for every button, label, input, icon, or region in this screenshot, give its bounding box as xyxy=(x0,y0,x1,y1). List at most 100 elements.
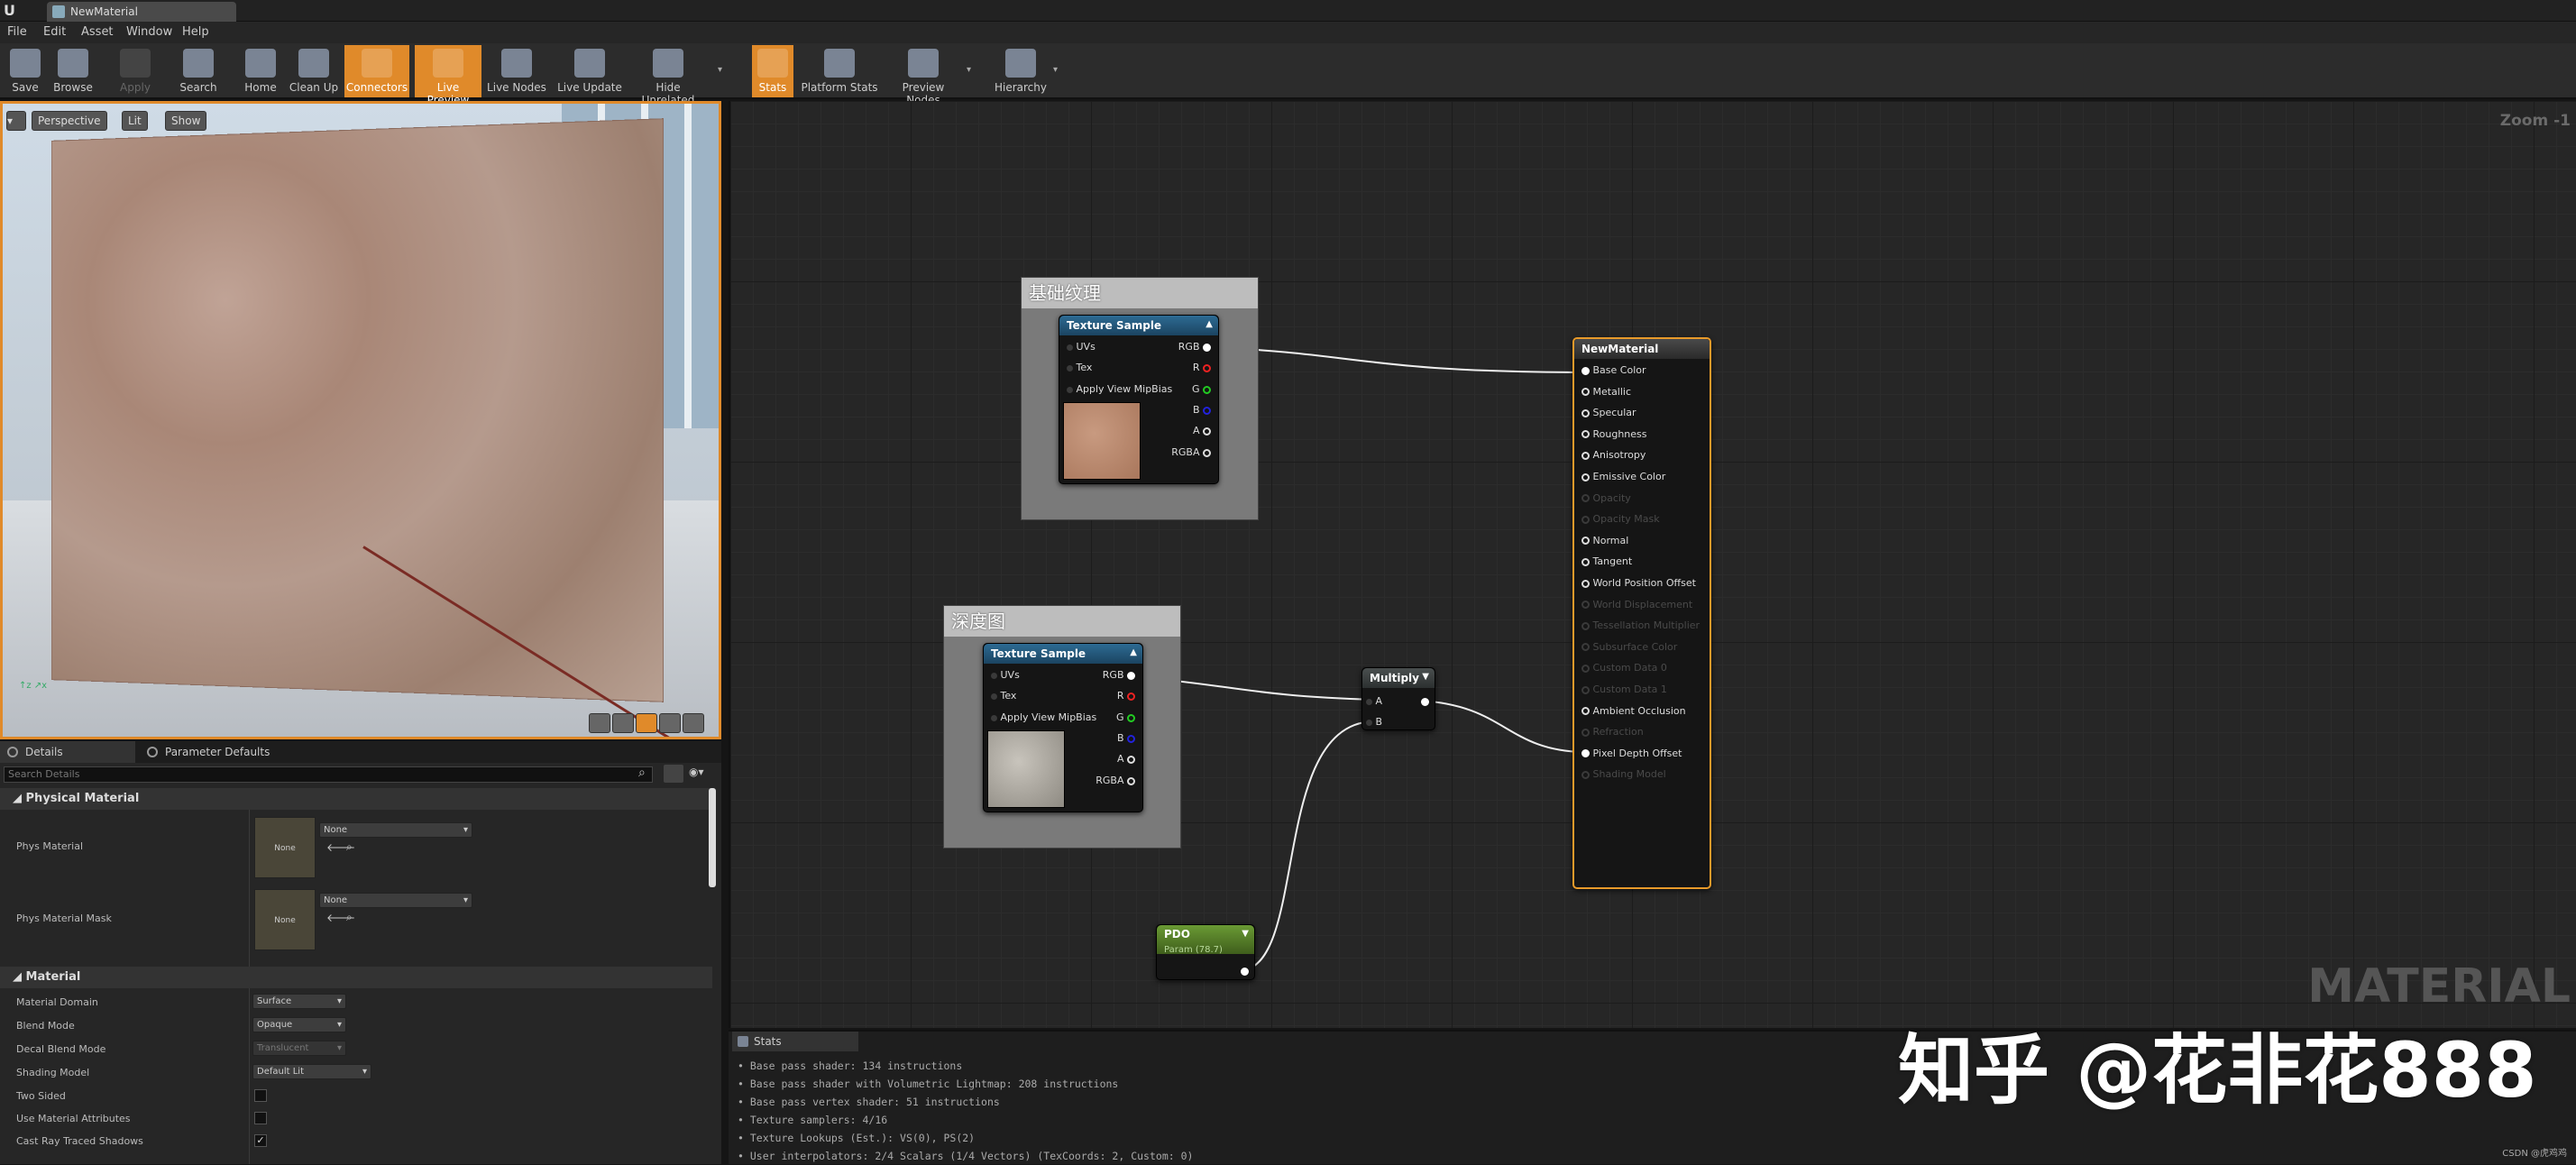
chevron-down-icon[interactable]: ▾ xyxy=(718,65,723,75)
pin-opacity[interactable]: Opacity xyxy=(1581,492,1631,504)
section-physical-material[interactable]: ◢ Physical Material xyxy=(0,788,712,810)
cylinder-icon[interactable] xyxy=(589,713,610,733)
collapse-icon[interactable]: ▼ xyxy=(1242,929,1249,939)
menu-asset[interactable]: Asset xyxy=(81,25,114,39)
pin-subsurface-color[interactable]: Subsurface Color xyxy=(1581,641,1677,653)
pin-r[interactable]: R xyxy=(1193,362,1211,373)
menu-file[interactable]: File xyxy=(7,25,27,39)
details-scrollbar[interactable] xyxy=(709,788,716,887)
pin-specular[interactable]: Specular xyxy=(1581,407,1636,418)
texture-sample-node[interactable]: Texture Sample ▲ UVs Tex Apply View MipB… xyxy=(1059,315,1219,484)
menu-help[interactable]: Help xyxy=(182,25,209,39)
tab-stats[interactable]: Stats xyxy=(732,1032,858,1051)
perspective-button[interactable]: Perspective xyxy=(32,111,107,131)
search-button[interactable]: Search xyxy=(171,45,225,97)
pin-refraction[interactable]: Refraction xyxy=(1581,726,1644,738)
pin-emissive-color[interactable]: Emissive Color xyxy=(1581,471,1665,482)
home-button[interactable]: Home xyxy=(236,45,285,97)
browse-search-icon[interactable]: ⌕ xyxy=(346,911,353,923)
pin-tex[interactable]: Tex xyxy=(991,690,1016,702)
menu-window[interactable]: Window xyxy=(126,25,173,39)
section-material[interactable]: ◢ Material xyxy=(0,967,712,988)
tab-details[interactable]: Details xyxy=(0,741,135,763)
platform-stats-button[interactable]: Platform Stats xyxy=(801,45,878,97)
collapse-icon[interactable]: ▲ xyxy=(1205,319,1213,329)
plane-icon[interactable] xyxy=(636,713,657,733)
view-options-icon[interactable] xyxy=(664,765,683,783)
collapse-icon[interactable]: ▼ xyxy=(1422,672,1429,682)
pin-tangent[interactable]: Tangent xyxy=(1581,555,1632,567)
pin-a[interactable]: A xyxy=(1193,425,1211,436)
pin-normal[interactable]: Normal xyxy=(1581,535,1628,546)
apply-button[interactable]: Apply xyxy=(108,45,162,97)
phys-material-combo[interactable]: None xyxy=(319,822,472,838)
pin-rgba[interactable]: RGBA xyxy=(1171,446,1211,458)
pin-rgba[interactable]: RGBA xyxy=(1095,775,1135,786)
pin-uvs[interactable]: UVs xyxy=(991,669,1020,681)
preview-viewport[interactable]: ▾ Perspective Lit Show ↑z ↗x xyxy=(0,101,721,739)
pin-rgb[interactable]: RGB xyxy=(1178,341,1211,353)
pin-shading-model[interactable]: Shading Model xyxy=(1581,768,1666,780)
pin-b[interactable]: B xyxy=(1193,404,1211,416)
blend-mode-combo[interactable]: Opaque xyxy=(252,1017,346,1032)
phys-material-mask-combo[interactable]: None xyxy=(319,893,472,908)
pin-output[interactable] xyxy=(1421,695,1429,707)
chevron-down-icon[interactable]: ▾ xyxy=(1053,65,1059,75)
cube-icon[interactable] xyxy=(659,713,681,733)
cast-ray-traced-shadows-checkbox[interactable]: ✓ xyxy=(254,1134,267,1147)
pin-r[interactable]: R xyxy=(1117,690,1135,702)
shading-model-combo[interactable]: Default Lit xyxy=(252,1064,371,1079)
stats-button[interactable]: Stats xyxy=(752,45,793,97)
pin-tessellation-multiplier[interactable]: Tessellation Multiplier xyxy=(1581,619,1700,631)
pin-tex[interactable]: Tex xyxy=(1067,362,1092,373)
pin-custom-data-0[interactable]: Custom Data 0 xyxy=(1581,662,1667,674)
search-details-input[interactable]: Search Details xyxy=(4,766,653,783)
two-sided-checkbox[interactable] xyxy=(254,1089,267,1102)
pin-roughness[interactable]: Roughness xyxy=(1581,428,1647,440)
pin-b[interactable]: B xyxy=(1366,716,1382,728)
pin-uvs[interactable]: UVs xyxy=(1067,341,1095,353)
viewport-options-button[interactable]: ▾ xyxy=(6,111,26,131)
pin-b[interactable]: B xyxy=(1117,732,1135,744)
live-nodes-button[interactable]: Live Nodes xyxy=(487,45,546,97)
pin-anisotropy[interactable]: Anisotropy xyxy=(1581,449,1646,461)
use-material-attributes-checkbox[interactable] xyxy=(254,1112,267,1124)
pin-g[interactable]: G xyxy=(1192,383,1211,395)
teapot-icon[interactable] xyxy=(683,713,704,733)
material-result-node[interactable]: NewMaterial Base Color Metallic Specular… xyxy=(1572,337,1711,889)
live-update-button[interactable]: Live Update xyxy=(555,45,624,97)
pin-rgb[interactable]: RGB xyxy=(1103,669,1135,681)
multiply-node[interactable]: Multiply ▼ A B xyxy=(1361,667,1435,730)
pin-g[interactable]: G xyxy=(1116,711,1135,723)
lit-button[interactable]: Lit xyxy=(122,111,148,131)
tab-parameter-defaults[interactable]: Parameter Defaults xyxy=(140,741,270,763)
pin-a[interactable]: A xyxy=(1366,695,1382,707)
save-button[interactable]: Save xyxy=(4,45,47,97)
pin-ambient-occlusion[interactable]: Ambient Occlusion xyxy=(1581,705,1686,717)
pin-output[interactable] xyxy=(1241,965,1249,977)
phys-material-mask-thumbnail[interactable]: None xyxy=(254,889,316,950)
live-preview-button[interactable]: Live Preview xyxy=(415,45,481,106)
connectors-button[interactable]: Connectors xyxy=(344,45,409,97)
pin-apply-view-mipbias[interactable]: Apply View MipBias xyxy=(1067,383,1172,395)
texture-sample-node[interactable]: Texture Sample ▲ UVs Tex Apply View MipB… xyxy=(983,643,1143,812)
pin-a[interactable]: A xyxy=(1117,753,1135,765)
collapse-icon[interactable]: ▲ xyxy=(1130,647,1137,657)
browse-search-icon[interactable]: ⌕ xyxy=(346,840,353,853)
hide-unrelated-button[interactable]: Hide Unrelated xyxy=(629,45,707,106)
pin-world-position-offset[interactable]: World Position Offset xyxy=(1581,577,1696,589)
pin-world-displacement[interactable]: World Displacement xyxy=(1581,599,1692,610)
browse-button[interactable]: Browse xyxy=(49,45,97,97)
material-domain-combo[interactable]: Surface xyxy=(252,994,346,1009)
pin-base-color[interactable]: Base Color xyxy=(1581,364,1646,376)
pin-apply-view-mipbias[interactable]: Apply View MipBias xyxy=(991,711,1096,723)
use-selected-arrow-icon[interactable]: 🡐 xyxy=(326,841,356,854)
show-button[interactable]: Show xyxy=(165,111,207,131)
use-selected-arrow-icon[interactable]: 🡐 xyxy=(326,912,356,924)
chevron-down-icon[interactable]: ▾ xyxy=(967,65,972,75)
eye-icon[interactable]: ◉▾ xyxy=(689,766,704,778)
pin-pixel-depth-offset[interactable]: Pixel Depth Offset xyxy=(1581,748,1682,759)
menu-edit[interactable]: Edit xyxy=(43,25,67,39)
pin-metallic[interactable]: Metallic xyxy=(1581,386,1631,398)
